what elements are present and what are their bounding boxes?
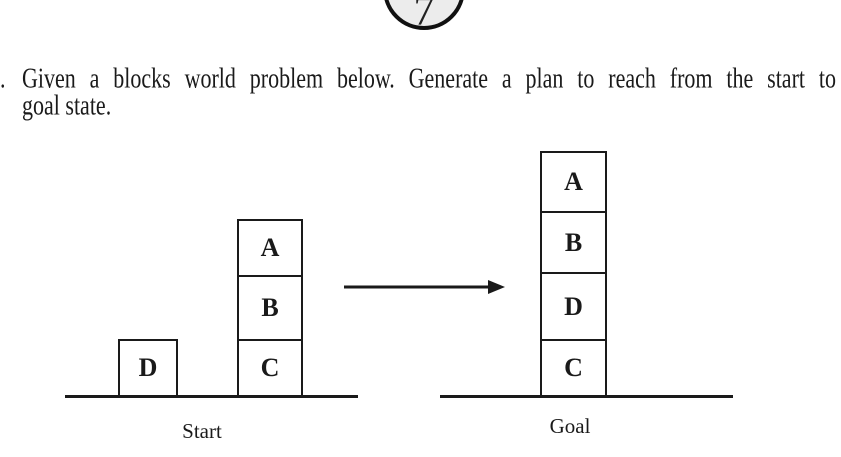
start-stack-block-c: C — [237, 339, 303, 397]
start-ground-line — [65, 395, 358, 398]
question-number-period: . — [0, 61, 6, 94]
goal-stack-block-b: B — [540, 211, 607, 274]
question-number: 7 — [413, 0, 435, 35]
start-stack-block-a: A — [237, 219, 303, 277]
question-line-2: goal state. — [22, 88, 112, 122]
goal-stack-block-a: A — [540, 151, 607, 213]
question-number-badge: 7 — [383, 0, 465, 35]
start-block-d: D — [118, 339, 178, 397]
goal-stack-block-d: D — [540, 272, 607, 341]
goal-ground-line — [440, 395, 733, 398]
question-line-1: . Given a blocks world problem below. Ge… — [0, 61, 836, 94]
goal-stack-block-c: C — [540, 339, 607, 397]
start-label: Start — [182, 419, 222, 443]
question-text: . Given a blocks world problem below. Ge… — [0, 61, 836, 122]
right-arrow-icon — [344, 280, 505, 294]
start-stack-block-b: B — [237, 275, 303, 341]
question-line-1-text: Given a blocks world problem below. Gene… — [22, 61, 836, 94]
goal-label: Goal — [549, 414, 591, 438]
